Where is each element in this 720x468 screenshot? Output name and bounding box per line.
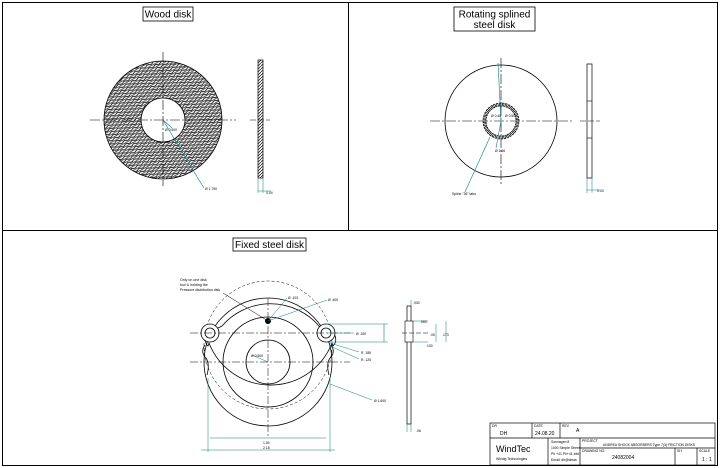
fixed-disk-title: Fixed steel disk bbox=[235, 240, 305, 251]
title-block-text: DR DH DATE 24.08.20 REV A WindTec Windig… bbox=[492, 424, 712, 463]
side-dim-1: .030 bbox=[413, 301, 420, 305]
side-dim-6: .06 bbox=[416, 429, 421, 433]
rotating-disk-title-line2: steel disk bbox=[474, 20, 517, 31]
fixed-disk-side bbox=[406, 305, 412, 425]
tb-drawing-value: 24082004 bbox=[612, 455, 634, 461]
wood-disk-title: Wood disk bbox=[145, 10, 193, 21]
fixed-pitch-dia: Ø .400 bbox=[328, 298, 338, 302]
side-dim-4: .05 bbox=[430, 333, 435, 337]
tb-drawn-value: DH bbox=[500, 431, 508, 437]
wood-inner-dia-label: Ø 0.500 bbox=[165, 128, 177, 132]
tb-address-1: Sonnagen 8 bbox=[551, 440, 569, 444]
fixed-outer-dia: Ø 1.600 bbox=[374, 399, 386, 403]
rotating-spline-dia-a: Ø 0.45 bbox=[491, 114, 501, 118]
tb-project-value: ANDREA SHOCK ABSORBERS Type 7(3) FRICTIO… bbox=[603, 443, 696, 447]
tb-drawing-label: DRAWING NO. bbox=[582, 449, 605, 453]
tb-rev-value: A bbox=[576, 428, 580, 434]
tb-date-value: 24.08.20 bbox=[535, 431, 555, 437]
rotating-disk-title-line1: Rotating splined bbox=[459, 10, 531, 21]
tb-address-2: 1000 Simple Street bbox=[551, 446, 580, 450]
wood-disk-side bbox=[257, 59, 264, 179]
tb-project-label: PROJECT bbox=[582, 439, 598, 443]
rotating-outer-dia-label: Ø 1.66 bbox=[495, 149, 505, 153]
fixed-disk-body bbox=[204, 303, 337, 386]
tb-scale-label: SCALE bbox=[699, 449, 711, 453]
tb-address-3: Ph +41 Ph+41 ### bbox=[551, 452, 579, 456]
tb-address-4: Email: dh@ideas bbox=[551, 458, 577, 462]
wood-outer-dia-label: Ø 1.750 bbox=[205, 187, 217, 191]
tb-sheet-label: SH bbox=[677, 449, 682, 453]
side-dim-5: .173 bbox=[442, 333, 449, 337]
fixed-ear-radius-b: R .125 bbox=[361, 358, 371, 362]
fixed-disk-panel: Fixed steel disk Only on one disk tool &… bbox=[180, 237, 449, 452]
tb-scale-value: 1 : 1 bbox=[702, 457, 712, 463]
title-block bbox=[489, 422, 716, 466]
fixed-ear-dia: Ø .150 bbox=[356, 332, 366, 336]
fixed-note-line2: tool & holding the bbox=[180, 283, 208, 287]
rotating-spline-dia-b: Ø 0.50 bbox=[505, 114, 515, 118]
side-dim-2: .063 bbox=[420, 320, 427, 324]
tb-rev-label: REV bbox=[562, 424, 570, 428]
fixed-ear-radius-a: R .188 bbox=[361, 351, 371, 355]
fixed-bore-dia: Ø 0.500 bbox=[251, 354, 263, 358]
rotating-disk-panel: Rotating splined steel disk Ø 0.45 Ø 0.5… bbox=[430, 6, 604, 196]
tb-company-sub: Windig Technologies bbox=[496, 457, 527, 461]
fixed-note-line1: Only on one disk bbox=[180, 278, 207, 282]
fixed-note-line3: Pressure distribution disk bbox=[180, 288, 220, 292]
rotating-thickness-label: 0.03 bbox=[597, 189, 604, 193]
rotating-spline-note: Spline "36" tabs bbox=[452, 192, 476, 196]
tb-company-name: WindTec bbox=[496, 444, 531, 454]
side-dim-3: .100 bbox=[426, 344, 433, 348]
tb-date-label: DATE bbox=[534, 424, 544, 428]
wood-disk-panel: Wood disk Ø 0.500 Ø 1.750 0.04 bbox=[90, 6, 273, 195]
tb-drawn-label: DR bbox=[492, 424, 497, 428]
fixed-hole-dia: Ø .103 bbox=[288, 296, 298, 300]
fixed-width-inner: 1.50 bbox=[263, 441, 270, 445]
fixed-width-outer: 2.18 bbox=[263, 446, 270, 450]
wood-thickness-label: 0.04 bbox=[266, 191, 273, 195]
